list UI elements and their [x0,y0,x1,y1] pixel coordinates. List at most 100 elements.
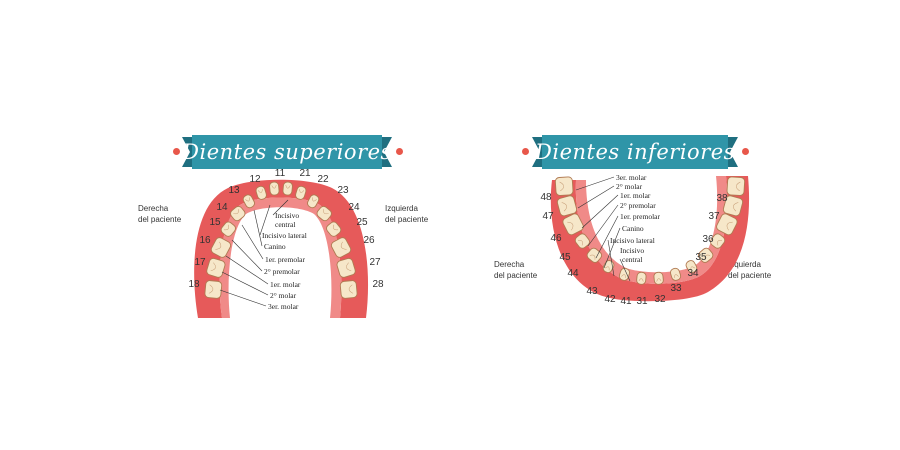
upper-tooth [255,185,267,200]
tooth-number: 34 [687,268,699,279]
upper-leader-lines [219,199,289,307]
tooth-groove [340,241,347,250]
tooth-crown [210,237,232,258]
tooth-number: 35 [695,252,707,263]
upper-tooth [282,181,293,196]
tooth-groove [257,189,263,193]
tooth-groove [726,221,733,231]
tooth-groove [656,278,662,282]
tooth-groove [323,209,329,215]
tooth-groove [559,181,564,192]
leader-line [577,185,615,209]
tooth-number: 27 [369,257,381,268]
tooth-groove [674,274,679,278]
tooth-crown [339,280,358,299]
tooth-crown [574,233,590,249]
tooth-number: 37 [708,211,720,222]
tooth-label: 2° premolar [620,201,656,210]
tooth-number: 33 [670,283,682,294]
tooth-crown [602,260,615,274]
tooth-groove [736,181,741,192]
lower-tooth [710,233,726,249]
tooth-groove [589,254,596,260]
leader-line [603,227,621,269]
lower-tooth [670,267,682,281]
leader-line [259,204,271,236]
tooth-number: 28 [372,279,384,290]
tooth-number: 43 [586,286,598,297]
leader-line [619,258,631,282]
upper-tooth [269,181,280,196]
tooth-groove [271,185,277,189]
tooth-number: 42 [604,294,616,305]
tooth-number: 22 [317,174,329,185]
lower-gum [550,176,750,302]
tooth-number: 13 [228,185,240,196]
tooth-groove [733,202,739,212]
tooth-label: 2° molar [270,291,297,300]
tooth-crown [204,280,223,299]
tooth-number: 48 [540,192,552,203]
leader-line [241,224,264,260]
tooth-groove [567,221,574,231]
tooth-number: 38 [716,193,728,204]
lower-tooth [574,233,590,249]
tooth-crown [636,271,647,285]
upper-teeth-diagram: Dientes superiores Derecha del paciente … [138,135,429,318]
lower-left-side-label: Izquierda del paciente [728,260,772,280]
tooth-label: 2° premolar [264,267,300,276]
tooth-number: 31 [636,296,648,307]
lower-tooth [716,213,738,236]
lower-tooth [586,247,603,263]
tooth-crown [220,221,236,237]
leader-line [225,255,269,285]
leader-line [595,215,619,259]
tooth-crown [586,247,603,263]
tooth-number: 45 [559,252,571,263]
tooth-crown [710,233,726,249]
tooth-crown [618,267,630,281]
tooth-groove [215,241,222,250]
tooth-crown [697,247,714,263]
tooth-label: Incisivo lateral [262,231,307,240]
upper-left-side-label: Izquierda del paciente [385,204,429,224]
tooth-groove [210,262,216,272]
upper-tooth [210,237,232,258]
lower-title-banner: Dientes inferiores [532,135,738,169]
lower-tooth [685,260,698,274]
lower-tooth [618,267,630,281]
tooth-number: 32 [654,294,666,305]
tooth-number: 41 [620,296,632,307]
tooth-number: 36 [702,234,714,245]
tooth-groove [312,197,317,202]
upper-right-side-label: Derecha del paciente [138,204,182,224]
lower-tooth [554,176,574,196]
tooth-label: Canino [264,242,286,251]
upper-tooth [316,205,332,222]
upper-tooth [230,205,246,222]
tooth-label: 1er. molar [620,191,651,200]
tooth-number: 16 [199,235,211,246]
tooth-crown [726,176,746,196]
banner-right-dot [396,148,403,155]
tooth-number: 25 [356,217,368,228]
tooth-crown [716,213,738,236]
tooth-number: 12 [249,174,261,185]
tooth-crown [685,260,698,274]
tooth-groove [717,240,723,246]
lower-tooth [726,176,746,196]
upper-tooth [307,194,320,209]
lower-gum-edge [575,176,728,284]
tooth-groove [704,254,711,260]
tooth-number: 21 [299,168,311,179]
lower-teeth-diagram: Dientes inferiores Derecha del paciente … [450,0,900,450]
tooth-crown [230,205,246,222]
tooth-groove [299,189,305,193]
upper-tooth [204,280,223,299]
upper-tooth [220,221,236,237]
leader-line [253,209,263,247]
tooth-number: 15 [209,217,221,228]
leader-line [607,239,615,277]
